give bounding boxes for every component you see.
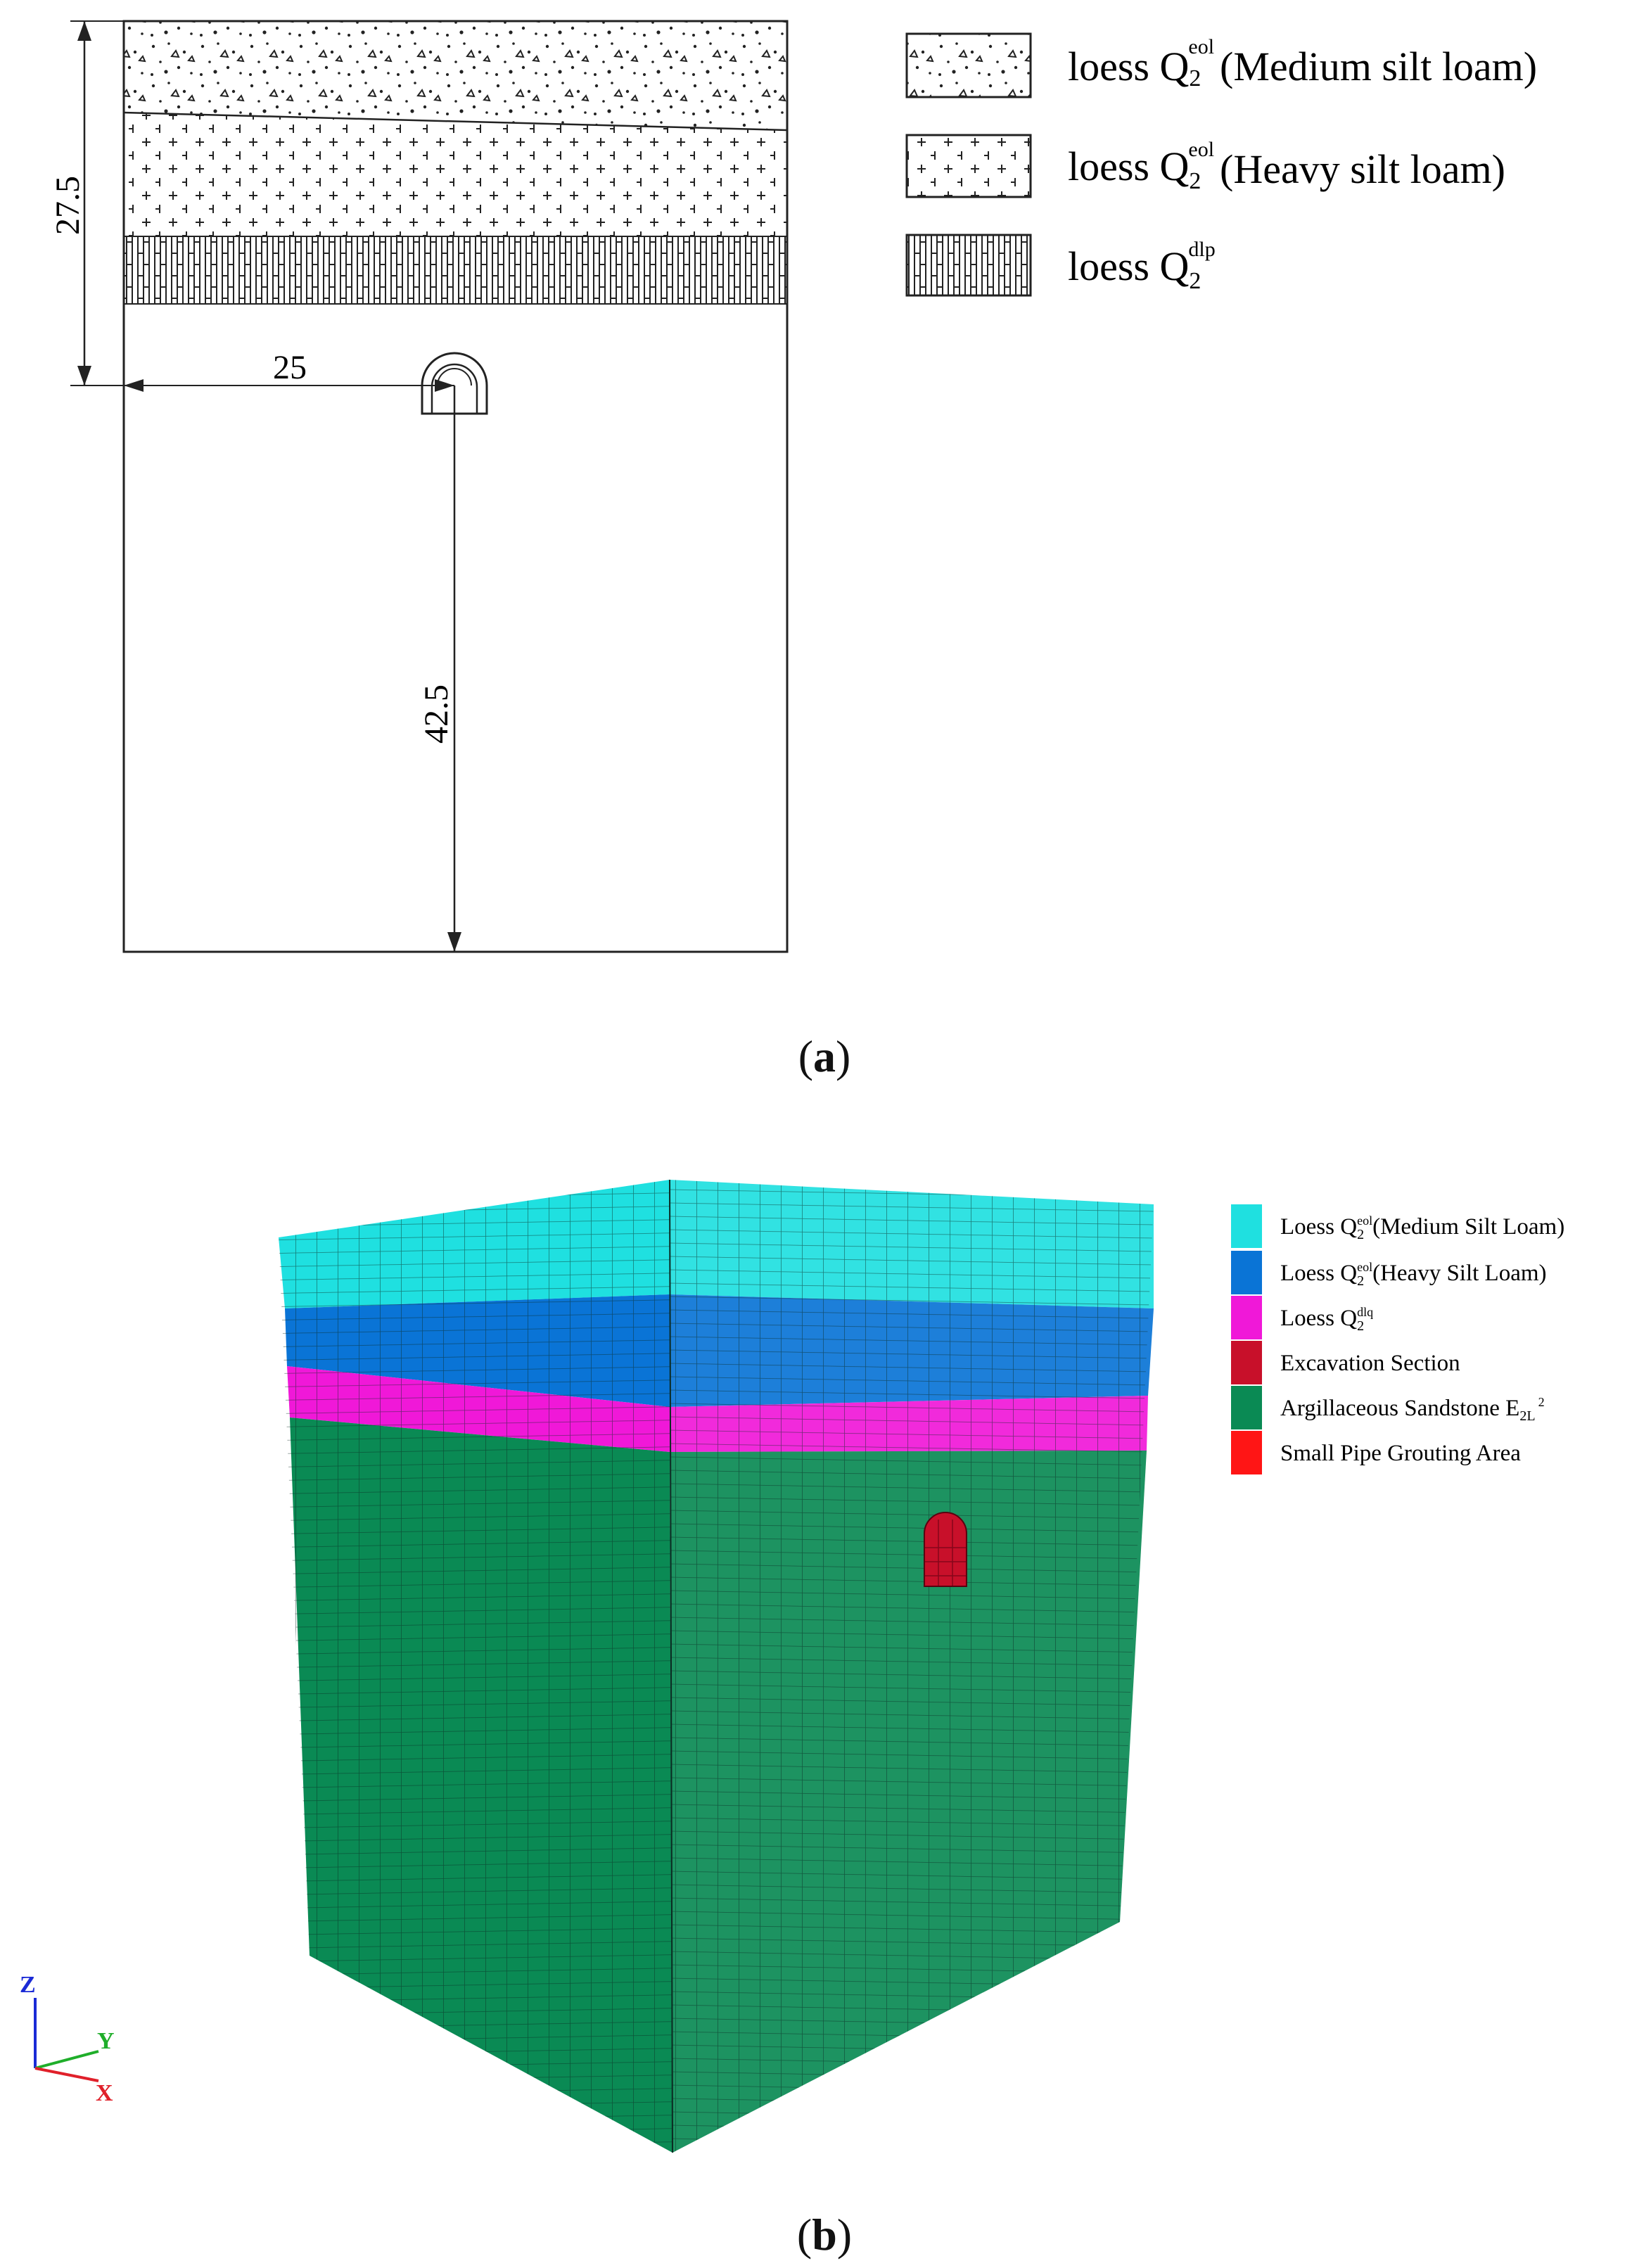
dimension-bottom-depth-label: 42.5 — [418, 684, 455, 744]
layer-dlp — [124, 236, 787, 305]
legend-a-label: loess Q2dlp — [1068, 238, 1216, 294]
mesh-edge — [669, 1179, 673, 2153]
mesh-model-svg: Loess Q2eol(Medium Silt Loam) Loess Q2eo… — [20, 1179, 1564, 2153]
mesh-right-face — [670, 1180, 1154, 2153]
legend-a-item-dlp: loess Q2dlp — [905, 234, 1216, 297]
legend-a-label: loess Q 2eol(Medium silt loam) — [1068, 35, 1537, 91]
legend-a-item-medium-silt: loess Q 2eol(Medium silt loam) — [905, 32, 1537, 98]
section-drawing-svg: 27.5 25 42.5 loess Q 2eol(Medium silt lo… — [49, 20, 1537, 953]
dimension-half-width-label: 25 — [273, 349, 307, 386]
legend-b-label: Small Pipe Grouting Area — [1280, 1441, 1521, 1466]
subfigure-label-a: (a) — [798, 1031, 851, 1081]
legend-a-label: loess Q2eol(Heavy silt loam) — [1068, 138, 1505, 194]
layer-boundary — [123, 111, 788, 132]
dimension-top-depth-label: 27.5 — [49, 176, 87, 235]
legend-b-swatch — [1231, 1341, 1262, 1384]
layer-heavy-silt — [124, 113, 787, 236]
legend-b-label: Excavation Section — [1280, 1351, 1460, 1376]
dimension-half-width — [124, 379, 454, 392]
tunnel-outline — [421, 352, 488, 415]
panel-a-section-drawing: 27.5 25 42.5 loess Q 2eol(Medium silt lo… — [0, 0, 1651, 971]
legend-a-swatch-dots — [905, 32, 1032, 98]
mesh-left-face — [279, 1180, 672, 2153]
panel-b-3d-model: Loess Q2eol(Medium Silt Loam) Loess Q2eo… — [0, 1097, 1651, 2268]
layer-medium-silt — [124, 21, 787, 130]
legend-b-swatch — [1231, 1431, 1262, 1474]
axis-x-label: X — [96, 2080, 113, 2106]
excavation-section — [924, 1512, 967, 1587]
legend-a: loess Q 2eol(Medium silt loam) loess Q2e… — [905, 32, 1537, 297]
legend-a-item-heavy-silt: loess Q2eol(Heavy silt loam) — [905, 134, 1505, 198]
model-boundary — [122, 20, 789, 953]
legend-b-label: Argillaceous Sandstone E2L2 — [1280, 1395, 1545, 1424]
legend-b-label: Loess Q2eol(Medium Silt Loam) — [1280, 1213, 1564, 1242]
legend-b: Loess Q2eol(Medium Silt Loam) Loess Q2eo… — [1231, 1204, 1564, 1474]
legend-b-swatch — [1231, 1386, 1262, 1429]
legend-b-swatch — [1231, 1251, 1262, 1294]
legend-b-label: Loess Q2eol(Heavy Silt Loam) — [1280, 1260, 1547, 1289]
legend-b-swatch — [1231, 1296, 1262, 1339]
legend-a-swatch-crosses — [905, 134, 1032, 198]
dimension-bottom-depth — [447, 386, 461, 952]
axes-triad: Z Y X — [20, 1972, 115, 2106]
legend-a-swatch-hatch — [905, 234, 1032, 297]
axis-z-label: Z — [20, 1972, 36, 1998]
legend-b-label: Loess Q2dlq — [1280, 1305, 1373, 1334]
legend-b-swatch — [1231, 1204, 1262, 1248]
subfigure-label-b: (b) — [796, 2210, 853, 2260]
axis-y-label: Y — [97, 2028, 115, 2054]
